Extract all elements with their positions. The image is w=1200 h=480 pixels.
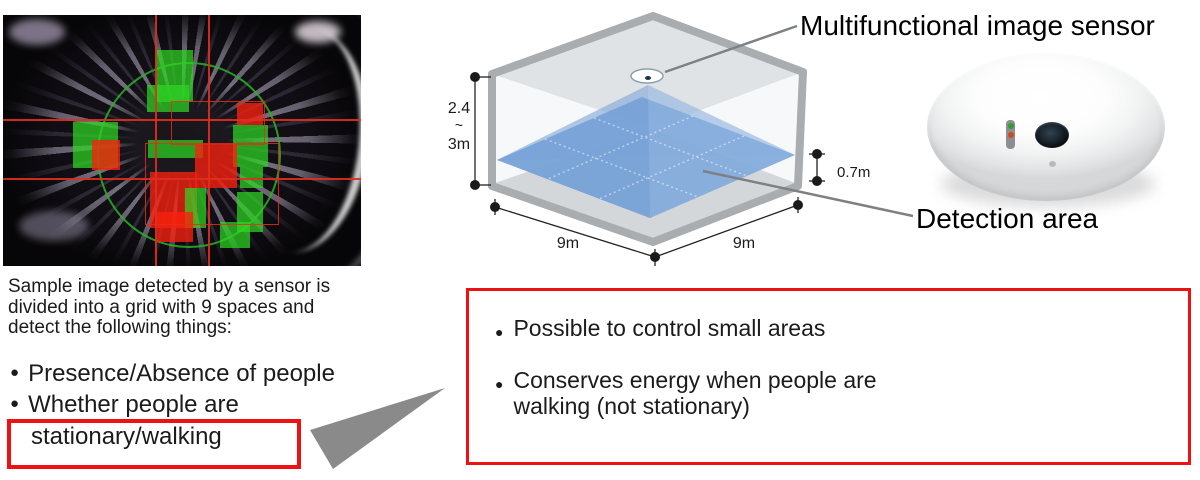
detection-area-label: Detection area bbox=[916, 203, 1099, 234]
motion-block-red bbox=[157, 212, 193, 242]
grid-line-red bbox=[3, 119, 361, 121]
motion-block-red bbox=[92, 140, 120, 170]
sensor-label: Multifunctional image sensor bbox=[800, 10, 1155, 41]
cone-left-face bbox=[497, 85, 650, 218]
pointer-arrow-shape bbox=[310, 388, 445, 469]
ceiling-sensor bbox=[630, 68, 664, 84]
bullet-icon: ● bbox=[495, 376, 504, 392]
fisheye-sample-image bbox=[3, 15, 361, 266]
dim-depth: 9m bbox=[557, 235, 579, 252]
ceiling-light-glow bbox=[295, 21, 341, 43]
sensor-disc bbox=[927, 53, 1165, 201]
room-outline bbox=[488, 12, 807, 246]
ceiling-light-glow bbox=[9, 19, 65, 45]
benefit-item-2-line1: Conserves energy when people are bbox=[513, 367, 877, 393]
caption-line-1: Sample image detected by a sensor is bbox=[8, 276, 331, 297]
bullet-icon: ● bbox=[10, 395, 20, 412]
led-indicator bbox=[1006, 120, 1015, 149]
benefit-item-2-line2: walking (not stationary) bbox=[513, 393, 750, 419]
presence-block-green bbox=[233, 125, 268, 167]
bullet-icon: ● bbox=[495, 324, 504, 340]
dim-height-value: 2.4 bbox=[448, 100, 470, 117]
pinhole-icon bbox=[1049, 161, 1056, 167]
caption-line-3: detect the following things: bbox=[8, 317, 232, 338]
cell-outline-red bbox=[171, 101, 265, 145]
cone-right-face bbox=[648, 85, 795, 218]
presence-block-green bbox=[240, 167, 263, 188]
benefit-item-1: ● Possible to control small areas bbox=[495, 291, 1188, 345]
photo-caption: Sample image detected by a sensor is div… bbox=[8, 276, 331, 339]
dim-plane-height: 0.7m bbox=[837, 164, 870, 181]
grid-line-red bbox=[3, 178, 361, 180]
feature-bullet-motion: ● Whether people are bbox=[10, 391, 239, 419]
led-green-icon bbox=[1007, 123, 1014, 129]
motion-block-red bbox=[195, 145, 237, 188]
room-diagram: 2.4 ~ 3m 0.7m 9m 9m bbox=[448, 12, 914, 266]
benefit-item-1-text: Possible to control small areas bbox=[513, 315, 826, 341]
detection-leader-line bbox=[702, 169, 914, 218]
dimension-lines bbox=[474, 76, 825, 266]
pointer-arrow bbox=[310, 388, 445, 469]
feature-bullet-presence: ● Presence/Absence of people bbox=[10, 360, 335, 388]
presence-block-green bbox=[220, 222, 250, 248]
camera-lens-icon bbox=[1035, 122, 1069, 148]
sensor-device-photo bbox=[915, 45, 1180, 210]
grid-line-red bbox=[208, 15, 210, 266]
led-red-icon bbox=[1007, 132, 1014, 138]
feature-bullet-motion-line2: stationary/walking bbox=[31, 423, 222, 450]
dim-height-tilde: ~ bbox=[455, 117, 463, 133]
dim-height-value2: 3m bbox=[448, 136, 470, 153]
feature-bullet-presence-text: Presence/Absence of people bbox=[28, 360, 335, 387]
sensor-leader-line bbox=[664, 24, 798, 74]
stationary-walking-highlight-box bbox=[7, 419, 301, 469]
dimension-dots bbox=[470, 72, 822, 262]
grid-line-red bbox=[155, 15, 157, 266]
cell-outline-red bbox=[145, 143, 279, 225]
benefits-box: ● Possible to control small areas ● Conser… bbox=[466, 288, 1191, 465]
dim-width: 9m bbox=[733, 235, 755, 252]
ceiling-sensor-lens-icon bbox=[645, 76, 651, 80]
ceiling-light-glow bbox=[19, 211, 89, 241]
caption-line-2: divided into a grid with 9 spaces and bbox=[8, 296, 315, 318]
bullet-icon: ● bbox=[10, 364, 20, 381]
presence-block-green bbox=[147, 85, 189, 112]
feature-bullet-motion-text: Whether people are bbox=[28, 391, 239, 418]
